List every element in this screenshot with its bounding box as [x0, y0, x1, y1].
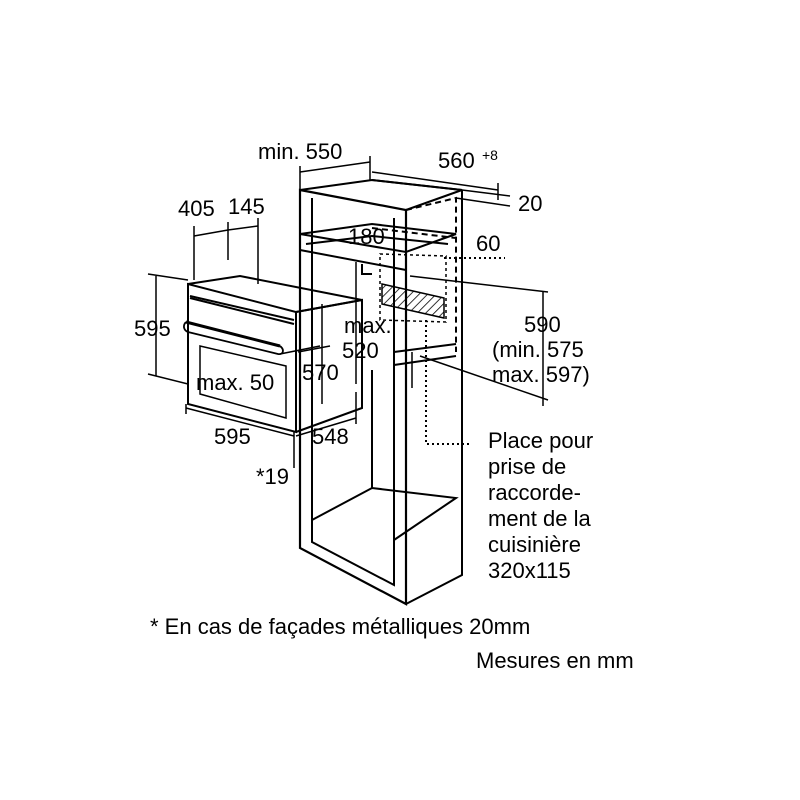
label-min575: (min. 575	[492, 337, 584, 362]
label-595-bottom: 595	[214, 424, 251, 449]
dimension-lines	[147, 156, 549, 468]
place-note: Place pour prise de raccorde- ment de la…	[488, 428, 593, 583]
label-min550: min. 550	[258, 139, 342, 164]
label-560: 560	[438, 148, 475, 173]
label-max597: max. 597)	[492, 362, 590, 387]
label-20: 20	[518, 191, 542, 216]
socket-area	[379, 253, 447, 323]
label-520: 520	[342, 338, 379, 363]
label-405: 405	[178, 196, 215, 221]
label-145: 145	[228, 194, 265, 219]
label-570: 570	[302, 360, 339, 385]
label-max-top: max.	[344, 313, 392, 338]
label-star19: *19	[256, 464, 289, 489]
oven	[183, 274, 363, 434]
place-note-line: cuisinière	[488, 532, 581, 557]
place-note-line: raccorde-	[488, 480, 581, 505]
cabinet	[298, 178, 463, 606]
dimension-labels: min. 550 560 +8 20 405 145 180 60 595 ma…	[134, 139, 590, 489]
place-note-line: prise de	[488, 454, 566, 479]
label-560-sup: +8	[482, 147, 498, 163]
label-590: 590	[524, 312, 561, 337]
label-180: 180	[348, 224, 385, 249]
label-60: 60	[476, 231, 500, 256]
label-max50: max. 50	[196, 370, 274, 395]
units-note: Mesures en mm	[476, 648, 634, 673]
label-595-left: 595	[134, 316, 171, 341]
place-note-line: 320x115	[488, 558, 571, 583]
place-note-line: Place pour	[488, 428, 593, 453]
label-548: 548	[312, 424, 349, 449]
footnote: * En cas de façades métalliques 20mm	[150, 614, 530, 639]
place-note-line: ment de la	[488, 506, 591, 531]
